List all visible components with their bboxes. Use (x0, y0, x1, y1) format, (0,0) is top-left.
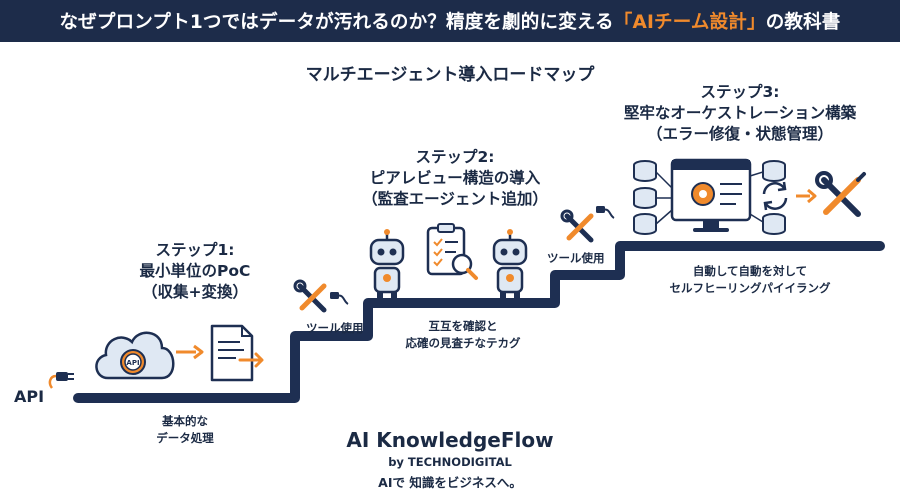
step2-title-line1: ステップ2: (415, 148, 495, 166)
tools-icon (560, 209, 594, 243)
sync-icon (762, 181, 788, 211)
database-icon (762, 213, 786, 235)
database-icon (633, 213, 657, 235)
brand-by-line: by TECHNODIGITAL (388, 455, 512, 469)
step3-title-line3: （エラー修復・状態管理） (646, 125, 833, 143)
header-title-suffix: の教科書 (765, 12, 841, 33)
arrow-right-icon (796, 188, 817, 204)
step3-title-line1: ステップ3: (700, 83, 780, 101)
clipboard-magnifier-icon (426, 223, 478, 280)
step3-caption: 自動して自動を対して セルフヒーリングパイイラング (645, 263, 855, 297)
database-icon (633, 187, 657, 209)
api-label: API (14, 387, 45, 406)
step1-caption-line2: データ処理 (156, 431, 214, 445)
step3-caption-line2: セルフヒーリングパイイラング (669, 281, 831, 295)
step1-title-line3: （収集+変換） (142, 283, 248, 301)
brand-name: AI KnowledgeFlow (346, 428, 554, 452)
database-icon (633, 160, 657, 182)
cloud-gear-icon: API (95, 331, 175, 380)
cloud-api-text: API (126, 359, 139, 367)
plug-icon (48, 372, 74, 389)
step2-caption: 互互を確認と 応確の見査チなテカグ (378, 318, 548, 352)
step2-caption-line1: 互互を確認と (428, 319, 498, 333)
tool-use-label-2: ツール使用 (547, 251, 605, 265)
header-title: なぜプロンプト1つではデータが汚れるのか？精度を劇的に変える「AIチーム設計」の… (59, 8, 840, 34)
step2-title-line2: ピアレビュー構造の導入 (369, 169, 541, 187)
brand-tagline: AIで 知識をビジネスへ。 (378, 475, 522, 490)
robot-icon (369, 229, 405, 300)
step3-caption-line1: 自動して自動を対して (692, 264, 808, 278)
step2-title: ステップ2: ピアレビュー構造の導入 （監査エージェント追加） (330, 147, 580, 210)
header-title-prefix: なぜプロンプト1つではデータが汚れるのか？精度を劇的に変える (59, 12, 614, 33)
step3-title: ステップ3: 堅牢なオーケストレーション構築 （エラー修復・状態管理） (590, 82, 890, 145)
step1-title-line1: ステップ1: (155, 241, 235, 259)
plug-icon (596, 206, 615, 219)
arrow-right-icon (176, 344, 204, 360)
roadmap-title: マルチエージェント導入ロードマップ (305, 65, 595, 85)
step1-caption-line1: 基本的な (162, 414, 208, 428)
step1-title: ステップ1: 最小単位のPoC （収集+変換） (95, 240, 295, 303)
staircase-path (73, 241, 885, 403)
wrench-screwdriver-icon (815, 171, 866, 217)
step2-caption-line2: 応確の見査チなテカグ (405, 336, 521, 350)
robot-icon (492, 229, 528, 300)
step1-caption: 基本的な データ処理 (105, 413, 265, 447)
tools-icon (293, 279, 327, 313)
step1-title-line2: 最小単位のPoC (139, 262, 251, 280)
header-banner: なぜプロンプト1つではデータが汚れるのか？精度を劇的に変える「AIチーム設計」の… (0, 0, 900, 42)
step3-title-line2: 堅牢なオーケストレーション構築 (623, 104, 857, 122)
document-icon (210, 324, 264, 382)
plug-icon (330, 292, 349, 305)
tool-use-label-1: ツール使用 (306, 321, 364, 335)
monitor-gear-icon (670, 158, 752, 232)
header-title-accent: 「AIチーム設計」 (613, 12, 766, 33)
step2-title-line3: （監査エージェント追加） (362, 190, 548, 208)
database-icon (762, 160, 786, 182)
